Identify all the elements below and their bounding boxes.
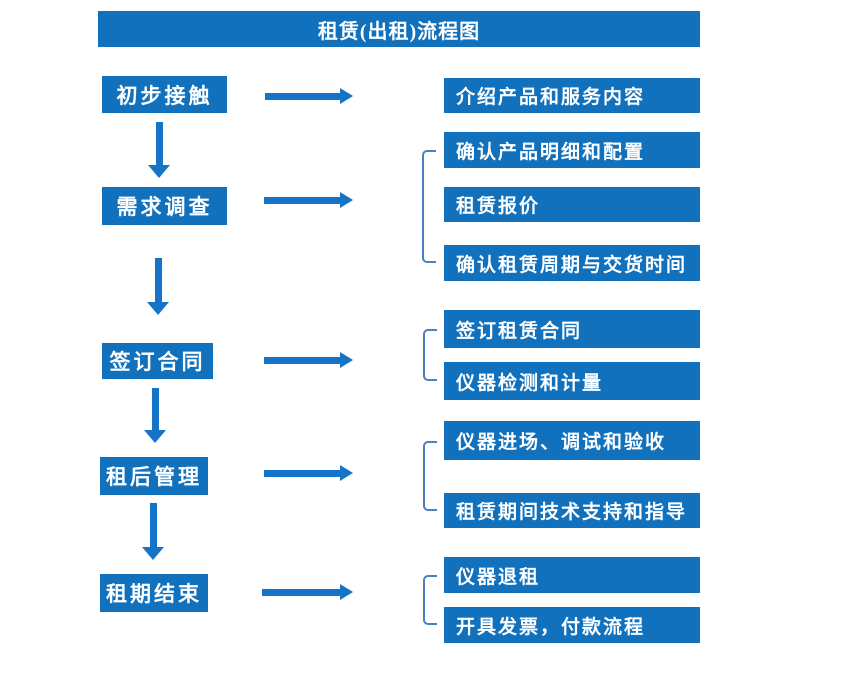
arrow-down-icon [144,388,166,443]
arrow-head [340,465,353,481]
arrow-head [340,88,353,104]
group-bracket-icon [423,441,437,511]
arrow-head [340,192,353,208]
step-box-sign-contract: 签订合同 [102,343,213,379]
detail-box-instrument-testing: 仪器检测和计量 [444,362,700,400]
arrow-stem [149,503,157,547]
arrow-down-icon [142,503,164,560]
arrow-stem [265,92,340,100]
arrow-stem [154,258,162,302]
detail-box-introduce-products: 介绍产品和服务内容 [444,78,700,113]
arrow-head [142,547,164,560]
diagram-title: 租赁(出租)流程图 [98,11,700,47]
arrow-right-icon [264,465,353,481]
arrow-stem [264,356,340,364]
arrow-right-icon [265,88,353,104]
step-box-initial-contact: 初步接触 [102,76,227,113]
arrow-stem [151,388,159,430]
detail-box-instrument-return: 仪器退租 [444,557,700,593]
group-bracket-icon [423,329,437,381]
detail-box-technical-support: 租赁期间技术支持和指导 [444,493,700,528]
arrow-right-icon [262,584,353,600]
step-box-post-rental-management: 租后管理 [100,457,208,495]
arrow-stem [262,588,340,596]
arrow-stem [264,469,340,477]
detail-box-confirm-product-details: 确认产品明细和配置 [444,132,700,168]
group-bracket-icon [423,575,437,625]
arrow-head [340,584,353,600]
detail-box-confirm-rental-period: 确认租赁周期与交货时间 [444,245,700,281]
arrow-stem [264,196,340,204]
arrow-right-icon [264,352,353,368]
arrow-head [148,165,170,178]
group-bracket-icon [422,150,436,263]
arrow-head [144,430,166,443]
step-box-rental-end: 租期结束 [100,574,208,612]
detail-box-rental-quote: 租赁报价 [444,187,700,222]
detail-box-invoice-payment: 开具发票，付款流程 [444,607,700,643]
arrow-stem [155,122,163,165]
detail-box-instrument-setup: 仪器进场、调试和验收 [444,421,700,460]
arrow-down-icon [148,122,170,178]
detail-box-sign-rental-contract: 签订租赁合同 [444,310,700,348]
arrow-head [340,352,353,368]
arrow-right-icon [264,192,353,208]
arrow-down-icon [147,258,169,315]
step-box-demand-survey: 需求调查 [102,187,227,225]
arrow-head [147,302,169,315]
